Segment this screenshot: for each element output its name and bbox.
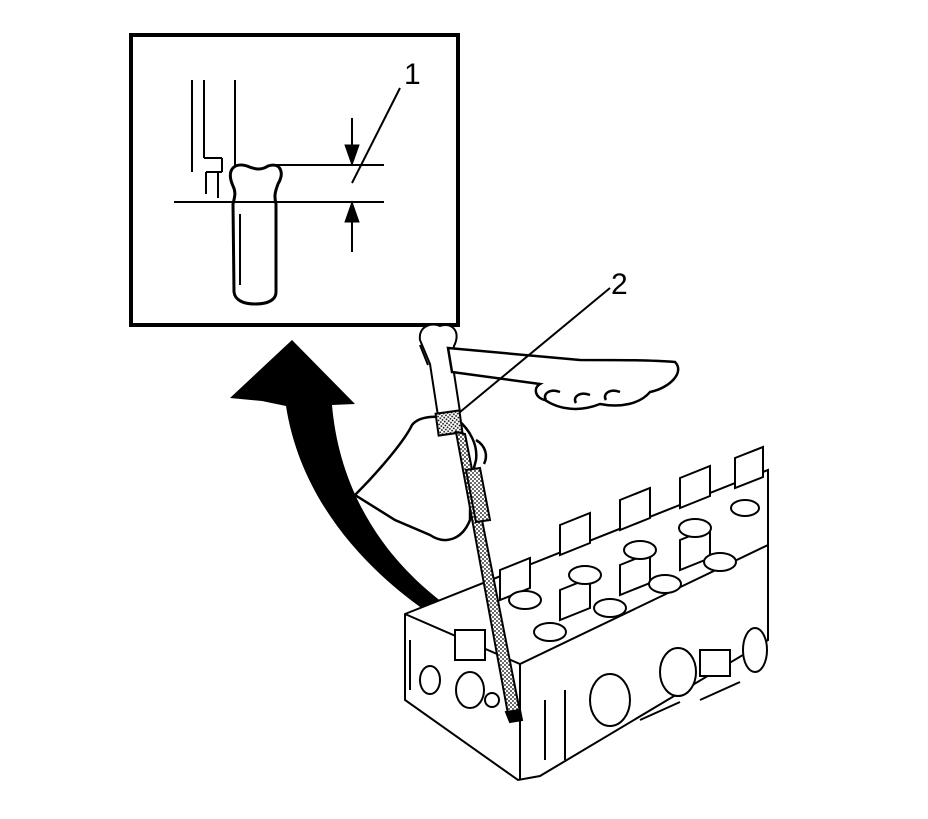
lifter-bores	[508, 499, 760, 642]
detail-inset	[129, 33, 460, 327]
curved-arrow-icon	[230, 340, 450, 614]
side-ports	[419, 627, 768, 727]
clearance-dimension-arrows	[344, 118, 360, 252]
valve-stem	[191, 80, 236, 198]
callout-2-label: 2	[611, 268, 628, 301]
lifter-body	[228, 163, 283, 306]
hand	[353, 415, 488, 542]
detail-inset-frame	[129, 33, 460, 327]
cylinder-head	[404, 445, 769, 782]
callout-2-leader	[459, 287, 611, 413]
callout-1-label: 1	[404, 58, 421, 91]
cam-towers	[499, 445, 764, 622]
casting-details	[409, 640, 741, 760]
callout-1-leader	[351, 87, 401, 184]
second-hand	[446, 346, 680, 411]
